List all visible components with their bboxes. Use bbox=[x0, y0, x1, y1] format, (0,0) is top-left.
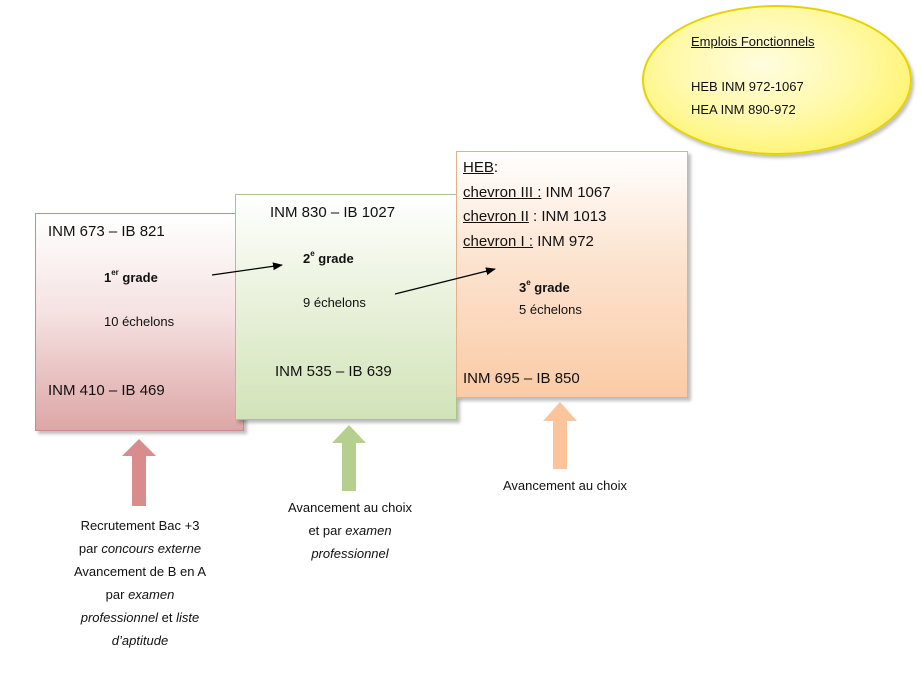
grade1-top-index: INM 673 – IB 821 bbox=[48, 223, 165, 240]
functional-jobs-title: Emplois Fonctionnels bbox=[691, 34, 815, 49]
grade2-bottom-index: INM 535 – IB 639 bbox=[275, 363, 392, 380]
grade3-heb-heading: HEB: bbox=[463, 159, 499, 176]
up-arrow-grade1 bbox=[122, 439, 156, 506]
grade3-echelons: 5 échelons bbox=[519, 302, 582, 317]
grade3-chevron2: chevron II : INM 1013 bbox=[463, 208, 607, 225]
grade1-bottom-index: INM 410 – IB 469 bbox=[48, 382, 165, 399]
grade3-chevron1: chevron I : INM 972 bbox=[463, 233, 594, 250]
grade3-bottom-index: INM 695 – IB 850 bbox=[463, 370, 580, 387]
grade3-chevron3: chevron III : INM 1067 bbox=[463, 184, 611, 201]
grade2-echelons: 9 échelons bbox=[303, 295, 366, 310]
caption-grade2-advancement: Avancement au choix et par examen profes… bbox=[287, 500, 413, 561]
caption-grade3-advancement: Avancement au choix bbox=[502, 478, 628, 493]
functional-jobs-heb: HEB INM 972-1067 bbox=[691, 79, 804, 94]
up-arrow-grade3 bbox=[543, 402, 577, 469]
arrow-grade1-to-grade2 bbox=[211, 262, 283, 276]
grade1-echelons: 10 échelons bbox=[104, 314, 175, 329]
grade1-label: 1er grade bbox=[104, 268, 158, 285]
caption-grade1-recruitment: Recrutement Bac +3 par concours externe … bbox=[73, 518, 207, 648]
grade2-top-index: INM 830 – IB 1027 bbox=[270, 204, 396, 221]
functional-jobs-hea: HEA INM 890-972 bbox=[691, 102, 796, 117]
arrow-grade2-to-grade3 bbox=[394, 267, 496, 295]
grade1-box bbox=[35, 213, 244, 431]
grade2-label: 2e grade bbox=[303, 249, 354, 266]
grade3-label: 3e grade bbox=[519, 278, 570, 295]
up-arrow-grade2 bbox=[332, 425, 366, 491]
functional-jobs-ellipse bbox=[642, 5, 912, 155]
